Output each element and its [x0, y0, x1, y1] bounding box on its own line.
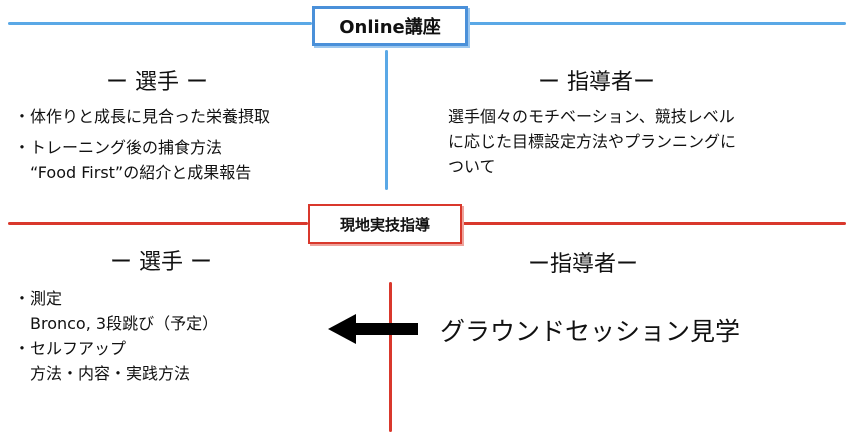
list-item: ・セルフアップ [14, 339, 127, 358]
onsite-coach-title: ー指導者ー [528, 252, 639, 277]
list-item: 方法・内容・実践方法 [14, 364, 191, 383]
online-athlete-title: ー 選手 ー [106, 70, 208, 95]
online-coach-text: 選手個々のモチベーション、競技レベル に応じた目標設定方法やプランニングに つい… [448, 104, 736, 179]
list-item: Bronco, 3段跳び（予定） [14, 314, 219, 333]
online-athlete-list: ・体作りと成長に見合った栄養摂取 ・トレーニング後の捕食方法 “Food Fir… [14, 104, 270, 185]
text-line: ついて [448, 157, 496, 176]
onsite-coach-arrow-text: グラウンドセッション見学 [440, 317, 741, 346]
online-divider-vertical [385, 50, 388, 190]
text-line: に応じた目標設定方法やプランニングに [448, 132, 737, 151]
online-coach-title: ー 指導者ー [538, 70, 655, 95]
list-item: ・体作りと成長に見合った栄養摂取 [14, 107, 271, 126]
online-label-box: Online講座 [312, 6, 468, 46]
text-line: 選手個々のモチベーション、競技レベル [448, 107, 735, 126]
onsite-divider-right [462, 222, 846, 225]
online-divider-left [8, 22, 312, 25]
onsite-athlete-list: ・測定 Bronco, 3段跳び（予定） ・セルフアップ 方法・内容・実践方法 [14, 286, 218, 386]
onsite-divider-left [8, 222, 308, 225]
onsite-athlete-title: ー 選手 ー [110, 250, 212, 275]
onsite-divider-vertical [389, 282, 392, 432]
onsite-label-box: 現地実技指導 [308, 204, 462, 244]
online-divider-right [466, 22, 846, 25]
online-label: Online講座 [339, 17, 441, 38]
list-item: “Food First”の紹介と成果報告 [14, 163, 252, 182]
onsite-label: 現地実技指導 [339, 215, 430, 234]
list-item: ・トレーニング後の捕食方法 [14, 138, 223, 157]
left-arrow-icon [328, 314, 418, 344]
list-item: ・測定 [14, 289, 63, 308]
